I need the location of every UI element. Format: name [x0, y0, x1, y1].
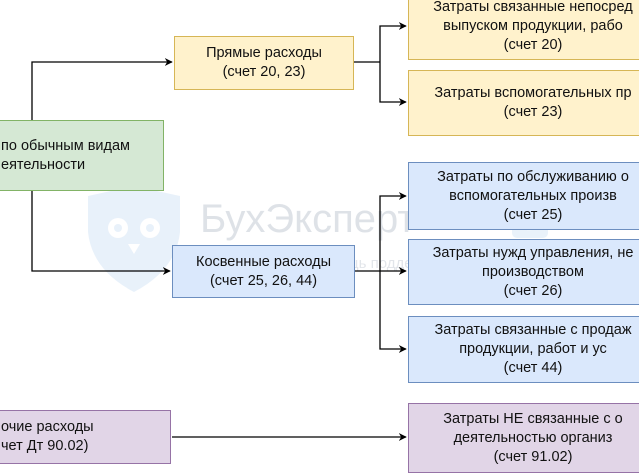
node-acc26-line1: Затраты нужд управления, не — [432, 244, 634, 261]
node-other-line1: очие расходы — [1, 419, 94, 435]
node-acc44-line2: продукции, работ и ус — [459, 341, 607, 357]
node-other-line2: чет Дт 90.02) — [1, 438, 89, 454]
node-acc9102-line2: деятельностью организ — [453, 429, 613, 446]
node-indirect-expenses: Косвенные расходы (счет 25, 26, 44) — [172, 245, 355, 298]
node-acc23-line2: (счет 23) — [503, 104, 563, 120]
node-acc20-line3: (счет 20) — [503, 36, 563, 53]
node-direct-line1: Прямые расходы — [206, 45, 322, 61]
edge-indirect-to-acc25 — [379, 192, 407, 271]
node-account-26: Затраты нужд управления, не производство… — [408, 239, 639, 305]
edge-indirect-to-acc44 — [379, 271, 407, 353]
node-indirect-line2: (счет 25, 26, 44) — [209, 272, 318, 289]
node-account-23: Затраты вспомогательных пр (счет 23) — [408, 70, 639, 136]
node-account-91-02: Затраты НЕ связанные с о деятельностью о… — [408, 403, 639, 473]
edge-ordinary-to-direct — [31, 58, 173, 120]
node-acc23-line1: Затраты вспомогательных пр — [434, 85, 632, 101]
node-acc44-line3: (счет 44) — [503, 360, 563, 376]
node-ordinary-line2: еятельности — [1, 156, 86, 173]
node-indirect-line1: Косвенные расходы — [196, 253, 331, 270]
node-acc9102-line3: (счет 91.02) — [493, 448, 573, 465]
node-acc9102-line1: Затраты НЕ связанные с о — [443, 410, 623, 427]
node-acc25-line2: вспомогательных произв — [449, 187, 617, 204]
node-acc20-line2: выпуском продукции, рабо — [443, 17, 623, 34]
edge-ordinary-to-indirect — [31, 190, 171, 275]
node-acc26-line3: (счет 26) — [503, 282, 563, 299]
edge-direct-to-acc23 — [379, 62, 407, 106]
node-direct-expenses: Прямые расходы (счет 20, 23) — [174, 36, 354, 90]
node-account-20: Затраты связанные непосред выпуском прод… — [408, 0, 639, 60]
node-account-44: Затраты связанные с продаж продукции, ра… — [408, 316, 639, 383]
node-acc26-line2: производством — [482, 263, 584, 280]
node-other-expenses: очие расходы чет Дт 90.02) — [0, 410, 171, 464]
node-ordinary-line1: по обычным видам — [1, 137, 131, 154]
node-direct-line2: (счет 20, 23) — [222, 64, 306, 80]
node-acc20-line1: Затраты связанные непосред — [433, 0, 633, 15]
edge-direct-to-acc20 — [379, 22, 407, 62]
node-account-25: Затраты по обслуживанию о вспомогательны… — [408, 162, 639, 230]
node-acc44-line1: Затраты связанные с продаж — [434, 322, 632, 338]
node-ordinary-expenses: по обычным видам еятельности — [0, 120, 164, 191]
node-acc25-line3: (счет 25) — [503, 206, 563, 223]
node-acc25-line1: Затраты по обслуживанию о — [437, 168, 629, 185]
